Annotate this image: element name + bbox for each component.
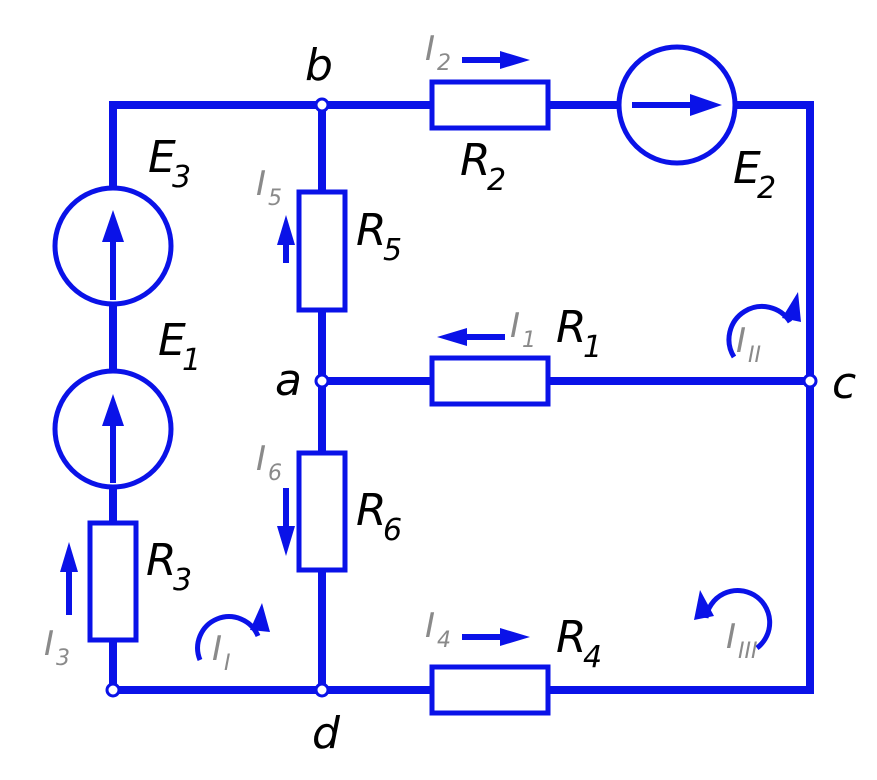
label-i6-letter: I <box>256 439 266 479</box>
label-e3: E 3 <box>148 132 191 195</box>
label-e1-sub: 1 <box>182 343 201 378</box>
node-b-dot <box>314 97 330 113</box>
label-e2-sub: 2 <box>757 171 776 206</box>
resistor-r1 <box>429 355 551 407</box>
label-i6: I 6 <box>256 439 282 486</box>
source-e2 <box>616 44 738 166</box>
loop-arrow-iii <box>694 587 773 650</box>
label-r3-sub: 3 <box>173 563 192 598</box>
node-label-d: d <box>312 708 341 759</box>
label-r3-letter: R <box>146 535 177 586</box>
label-r2: R 2 <box>460 135 506 198</box>
current-arrow-i2 <box>462 51 530 69</box>
label-loop-iii: I III <box>726 617 757 664</box>
source-e1 <box>52 368 174 490</box>
resistor-r2 <box>429 79 551 131</box>
label-r6-sub: 6 <box>383 513 402 548</box>
label-r2-sub: 2 <box>487 163 506 198</box>
label-r5-sub: 5 <box>383 233 402 268</box>
current-arrow-i3 <box>60 542 78 615</box>
label-r4-sub: 4 <box>583 640 602 675</box>
label-i4-sub: 4 <box>437 628 451 653</box>
label-r6: R 6 <box>356 485 402 548</box>
current-arrow-i1 <box>437 328 505 346</box>
node-d-dot <box>314 682 330 698</box>
current-arrow-i6 <box>277 488 295 556</box>
label-i2-sub: 2 <box>437 51 451 76</box>
label-loop-iii-letter: I <box>726 617 736 657</box>
label-r6-letter: R <box>356 485 387 536</box>
label-loop-i-sub: I <box>224 651 231 676</box>
label-i1-sub: 1 <box>522 328 536 353</box>
label-r4: R 4 <box>556 612 602 675</box>
label-i6-sub: 6 <box>268 461 282 486</box>
label-e3-letter: E <box>148 132 176 183</box>
label-r4-letter: R <box>556 612 587 663</box>
wires <box>109 101 814 694</box>
label-i3-sub: 3 <box>56 646 70 671</box>
label-loop-iii-sub: III <box>738 639 757 664</box>
label-loop-i-letter: I <box>212 629 222 669</box>
node-label-b: b <box>305 40 333 91</box>
label-e2-letter: E <box>733 143 761 194</box>
label-i4: I 4 <box>425 606 451 653</box>
source-e3 <box>52 185 174 307</box>
label-loop-i: I I <box>212 629 231 676</box>
label-e1: E 1 <box>158 315 201 378</box>
label-r5-letter: R <box>356 205 387 256</box>
label-i2-letter: I <box>425 29 435 69</box>
resistor-r3 <box>87 520 139 643</box>
label-r5: R 5 <box>356 205 402 268</box>
label-i3: I 3 <box>44 624 70 671</box>
label-loop-ii-letter: I <box>736 321 746 361</box>
resistor-r4 <box>429 664 551 716</box>
node-a-dot <box>314 373 330 389</box>
label-i1: I 1 <box>510 306 536 353</box>
loop-arrow-i <box>195 603 270 661</box>
label-e2: E 2 <box>733 143 776 206</box>
node-c-dot <box>802 373 818 389</box>
label-e1-letter: E <box>158 315 186 366</box>
label-i4-letter: I <box>425 606 435 646</box>
label-r1-sub: 1 <box>583 330 602 365</box>
node-label-a: a <box>275 355 302 406</box>
label-loop-ii: I II <box>736 321 761 368</box>
node-left-bottom-dot <box>105 682 121 698</box>
current-arrow-i4 <box>462 628 530 646</box>
label-r1-letter: R <box>556 302 587 353</box>
label-r3: R 3 <box>146 535 192 598</box>
label-r2-letter: R <box>460 135 491 186</box>
resistor-r5 <box>296 189 348 313</box>
label-i5-sub: 5 <box>268 186 282 211</box>
loop-arrow-ii <box>726 292 801 359</box>
label-i5-letter: I <box>256 164 266 204</box>
label-i3-letter: I <box>44 624 54 664</box>
resistor-r6 <box>296 450 348 573</box>
label-i5: I 5 <box>256 164 282 211</box>
label-i1-letter: I <box>510 306 520 346</box>
label-i2: I 2 <box>425 29 451 76</box>
label-loop-ii-sub: II <box>748 343 761 368</box>
current-arrow-i5 <box>277 215 295 263</box>
label-e3-sub: 3 <box>172 160 191 195</box>
node-label-c: c <box>832 358 856 409</box>
label-r1: R 1 <box>556 302 602 365</box>
